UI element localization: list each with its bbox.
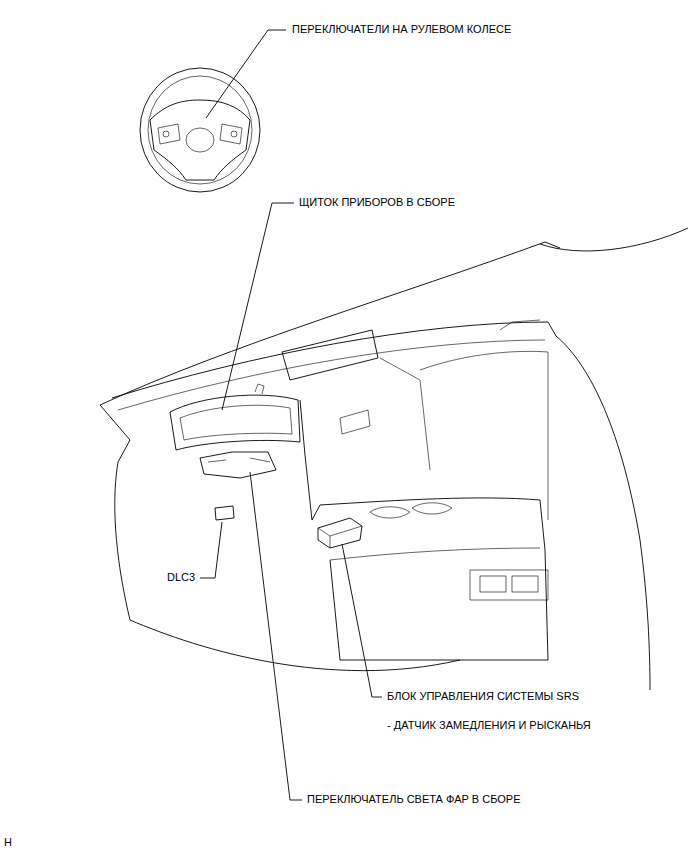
part-label: ПЕРЕКЛЮЧАТЕЛИ НА РУЛЕВОМ КОЛЕСЕ xyxy=(292,23,511,36)
steering-switch-right xyxy=(220,124,242,144)
part-label: ПЕРЕКЛЮЧАТЕЛЬ СВЕТА ФАР В СБОРЕ xyxy=(307,793,521,806)
passenger-door-edge xyxy=(548,352,549,520)
center-stack-left xyxy=(300,400,312,520)
combination-switch xyxy=(208,458,270,462)
part-label: ЩИТОК ПРИБОРОВ В СБОРЕ xyxy=(299,196,455,209)
srs-ecu xyxy=(318,518,362,548)
part-label: DLC3 xyxy=(167,571,195,584)
instrument-cluster xyxy=(170,395,300,450)
leader-line xyxy=(206,30,286,118)
right-vent xyxy=(500,320,540,330)
leader-line xyxy=(200,522,222,578)
rear-vent xyxy=(512,576,538,592)
cup-holder xyxy=(412,503,452,514)
steering-wheel xyxy=(140,68,260,192)
steering-switch-left xyxy=(158,124,180,144)
steering-column xyxy=(200,452,276,478)
srs-ecu-edge xyxy=(318,526,362,548)
cluster-face xyxy=(180,405,292,440)
leader-line xyxy=(222,203,294,410)
steering-wheel-pad xyxy=(186,128,214,152)
switch-button xyxy=(163,131,169,137)
steering-wheel-hub xyxy=(150,100,250,180)
rear-vent-panel xyxy=(470,570,548,600)
console-edge xyxy=(330,548,540,560)
cluster-bracket xyxy=(255,384,264,394)
part-label: БЛОК УПРАВЛЕНИЯ СИСТЕМЫ SRS xyxy=(387,690,579,703)
cup-holder xyxy=(370,507,410,518)
console-body xyxy=(330,560,548,660)
leader-line xyxy=(342,544,382,697)
steering-wheel-rim xyxy=(140,68,260,192)
left-door-lower xyxy=(130,620,460,671)
roof-line xyxy=(540,228,688,251)
center-display xyxy=(282,330,378,380)
center-vent xyxy=(340,410,370,434)
windshield-base xyxy=(100,242,560,405)
center-stack-right xyxy=(380,358,430,470)
steering-wheel-rim-inner xyxy=(148,76,252,184)
dlc3-connector xyxy=(215,506,234,520)
part-label: - ДАТЧИК ЗАМЕДЛЕНИЯ И РЫСКАНЬЯ xyxy=(387,719,591,732)
switch-button xyxy=(231,131,237,137)
rear-vent xyxy=(480,576,506,592)
passenger-dash xyxy=(420,351,548,370)
figure-code: H xyxy=(4,836,12,849)
left-dash-side xyxy=(100,405,130,620)
dashboard xyxy=(100,228,688,690)
leader-line xyxy=(250,472,302,800)
right-door xyxy=(556,336,650,690)
leader-lines xyxy=(200,30,382,800)
dash-edge xyxy=(118,340,545,410)
center-console xyxy=(312,498,548,660)
